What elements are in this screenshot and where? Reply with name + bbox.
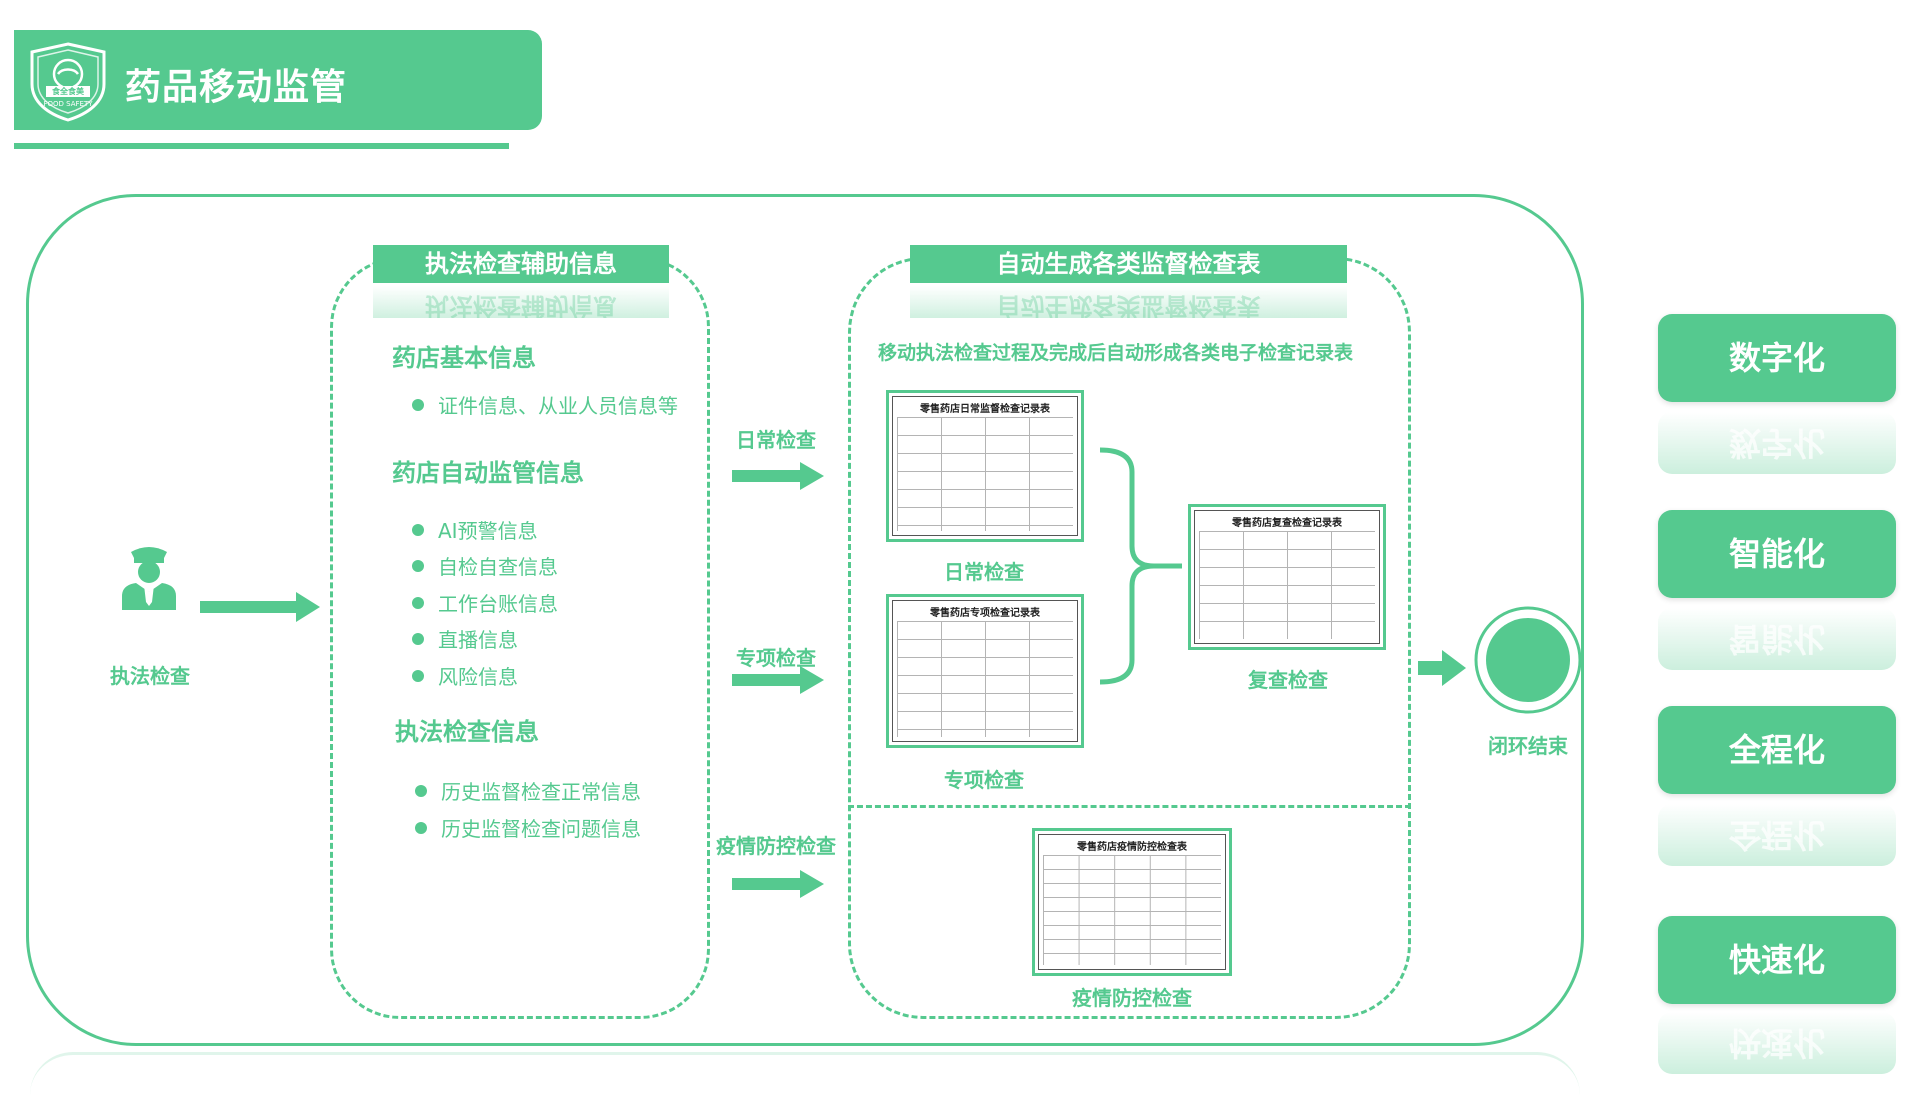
closed-loop-end-icon bbox=[1474, 606, 1582, 714]
epidemic-inspection-form: 零售药店疫情防控检查表 bbox=[1032, 828, 1232, 976]
form-grid bbox=[1199, 531, 1375, 639]
list-item: 工作台账信息 bbox=[412, 588, 558, 617]
bullet-dot bbox=[415, 784, 427, 797]
review-inspection-form: 零售药店复查检查记录表 bbox=[1188, 504, 1386, 650]
closed-loop-label: 闭环结束 bbox=[1488, 734, 1568, 758]
food-safety-logo bbox=[30, 42, 106, 122]
feature-fast-reflection: 快速化 bbox=[1658, 1012, 1896, 1074]
arrow-to-closed-loop bbox=[1418, 650, 1466, 686]
label-daily-inspection: 日常检查 bbox=[736, 428, 816, 452]
list-item: 历史监督检查正常信息 bbox=[415, 776, 641, 805]
aux-info-bar: 执法检查辅助信息 bbox=[373, 245, 669, 283]
bullet-dot bbox=[412, 398, 424, 411]
bullet-dot bbox=[412, 669, 424, 682]
arrow-daily bbox=[732, 462, 824, 490]
feature-digital: 数字化 bbox=[1658, 314, 1896, 402]
auto-forms-description: 移动执法检查过程及完成后自动形成各类电子检查记录表 bbox=[878, 342, 1354, 364]
aux-info-bar-reflection: 执法检查辅助信息 bbox=[373, 286, 669, 318]
form-grid bbox=[1043, 855, 1221, 965]
list-item: 风险信息 bbox=[412, 661, 518, 690]
police-officer-icon bbox=[122, 547, 176, 610]
list-item: 自检自查信息 bbox=[412, 551, 558, 580]
list-item: AI预警信息 bbox=[412, 515, 538, 544]
feature-intelligent: 智能化 bbox=[1658, 510, 1896, 598]
main-frame-reflection bbox=[30, 1052, 1580, 1095]
form-grid bbox=[897, 621, 1073, 737]
list-item: 证件信息、从业人员信息等 bbox=[412, 390, 678, 419]
auto-forms-bar: 自动生成各类监督检查表 bbox=[910, 245, 1347, 283]
feature-fast: 快速化 bbox=[1658, 916, 1896, 1004]
arrow-special bbox=[732, 666, 824, 694]
label-special-inspection: 专项检查 bbox=[736, 646, 816, 670]
enforcement-label: 执法检查 bbox=[110, 664, 190, 688]
section-title-basic-info: 药店基本信息 bbox=[392, 344, 536, 372]
daily-inspection-form: 零售药店日常监督检查记录表 bbox=[886, 390, 1084, 542]
main-frame bbox=[26, 194, 1584, 1046]
arrow-epidemic bbox=[732, 870, 824, 898]
arrow-to-aux-info bbox=[200, 592, 320, 622]
list-item: 历史监督检查问题信息 bbox=[415, 813, 641, 842]
merge-brace bbox=[1099, 447, 1182, 685]
epidemic-form-caption: 疫情防控检查 bbox=[1072, 986, 1192, 1010]
review-form-caption: 复查检查 bbox=[1248, 668, 1328, 692]
feature-full-process-reflection: 全程化 bbox=[1658, 804, 1896, 866]
label-epidemic-inspection: 疫情防控检查 bbox=[716, 834, 836, 858]
bullet-dot bbox=[412, 559, 424, 572]
auto-forms-divider bbox=[848, 805, 1411, 808]
bullet-dot bbox=[412, 632, 424, 645]
form-title: 零售药店疫情防控检查表 bbox=[1077, 842, 1187, 853]
header-underline bbox=[14, 143, 509, 149]
section-title-enforcement-info: 执法检查信息 bbox=[395, 718, 539, 746]
feature-full-process: 全程化 bbox=[1658, 706, 1896, 794]
feature-digital-reflection: 数字化 bbox=[1658, 412, 1896, 474]
form-title: 零售药店日常监督检查记录表 bbox=[920, 404, 1050, 415]
logo-text-top: 食全食美 bbox=[52, 87, 84, 96]
logo-text-bottom: FOOD SAFETY bbox=[43, 100, 93, 108]
special-inspection-form: 零售药店专项检查记录表 bbox=[886, 594, 1084, 748]
section-title-auto-supervision: 药店自动监管信息 bbox=[392, 459, 584, 487]
feature-intelligent-reflection: 智能化 bbox=[1658, 608, 1896, 670]
special-form-caption: 专项检查 bbox=[944, 768, 1024, 792]
page-title: 药品移动监管 bbox=[125, 67, 348, 108]
bullet-dot bbox=[412, 596, 424, 609]
form-grid bbox=[897, 417, 1073, 531]
bullet-dot bbox=[415, 821, 427, 834]
form-title: 零售药店复查检查记录表 bbox=[1232, 518, 1342, 529]
auto-forms-bar-reflection: 自动生成各类监督检查表 bbox=[910, 286, 1347, 318]
form-title: 零售药店专项检查记录表 bbox=[930, 608, 1040, 619]
bullet-dot bbox=[412, 523, 424, 536]
list-item: 直播信息 bbox=[412, 624, 518, 653]
daily-form-caption: 日常检查 bbox=[944, 560, 1024, 584]
